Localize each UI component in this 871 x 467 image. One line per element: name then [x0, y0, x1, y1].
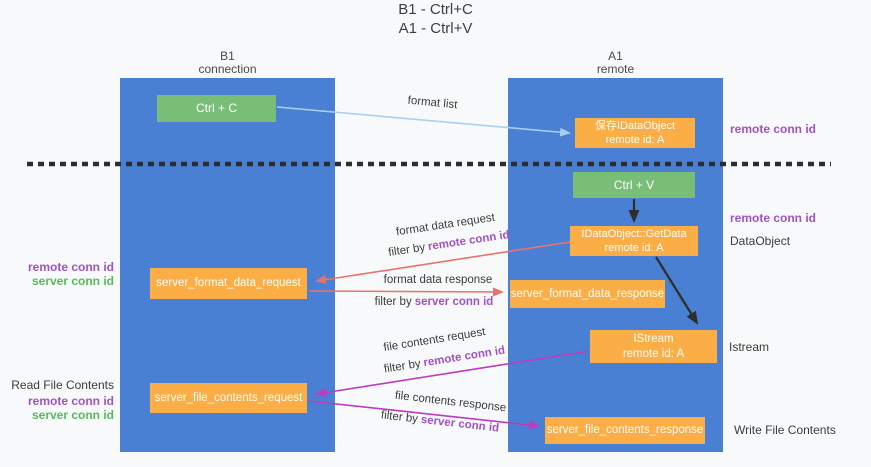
filter-by-text: filter by: [374, 296, 412, 308]
remote-conn-id-left-label-2: remote conn id: [27, 394, 114, 408]
remote-conn-id-right-label-2: remote conn id: [730, 211, 817, 225]
istream-side-label: Istream: [729, 340, 770, 354]
file-contents-response-label: file contents response: [394, 389, 507, 415]
remote-conn-id-text: remote conn id: [427, 229, 511, 254]
title-line-a1: A1 - Ctrl+V: [398, 20, 473, 37]
read-file-contents-label: Read File Contents: [11, 378, 114, 392]
format-data-response-label: format data response: [383, 274, 493, 286]
server-conn-id-left-label-1: server conn id: [31, 274, 114, 288]
server-conn-id-left-label-2: server conn id: [31, 408, 114, 422]
write-file-contents-label: Write File Contents: [734, 423, 836, 437]
remote-conn-id-left-label-1: remote conn id: [27, 260, 114, 274]
format-data-response-arrow: [308, 287, 504, 297]
column-header-a1: A1 remote: [508, 50, 723, 76]
conn-id-left-labels-file: remote conn id server conn id: [8, 394, 114, 422]
istream-line1: IStream: [633, 332, 674, 345]
save-dataobject-line1: 保存IDataObject: [594, 120, 676, 132]
remote-conn-id-text: remote conn id: [422, 344, 506, 370]
column-header-b1: B1 connection: [120, 50, 335, 76]
istream-node: IStream remote id: A: [590, 330, 717, 363]
column-a1-role: remote: [596, 62, 635, 76]
conn-id-left-labels-format: remote conn id server conn id: [8, 260, 114, 288]
server-format-data-response-node: server_format_data_response: [510, 280, 665, 308]
column-b1-role: connection: [198, 62, 257, 76]
server-file-contents-request-node: server_file_contents_request: [150, 383, 307, 413]
server-conn-id-text: server conn id: [420, 413, 500, 435]
save-dataobject-node: 保存IDataObject remote id: A: [575, 118, 695, 148]
column-b1-name: B1: [220, 49, 235, 63]
getdata-node: IDataObject::GetData remote id: A: [570, 226, 698, 256]
getdata-line1: IDataObject::GetData: [581, 228, 687, 240]
ctrl-v-node: Ctrl + V: [573, 172, 695, 198]
format-list-label: format list: [407, 94, 458, 112]
diagram-title: B1 - Ctrl+C A1 - Ctrl+V: [0, 0, 871, 38]
filter-by-text: filter by: [383, 357, 422, 376]
column-a1-name: A1: [608, 49, 623, 63]
getdata-line2: remote id: A: [604, 242, 664, 254]
server-file-contents-response-node: server_file_contents_response: [545, 417, 705, 444]
title-line-b1: B1 - Ctrl+C: [398, 1, 473, 18]
ctrl-c-node: Ctrl + C: [157, 95, 276, 122]
server-conn-id-text: server conn id: [414, 296, 494, 308]
remote-conn-id-right-label-1: remote conn id: [730, 122, 817, 136]
server-format-data-request-node: server_format_data_request: [150, 268, 307, 299]
dataobject-label: DataObject: [730, 234, 791, 248]
istream-line2: remote id: A: [622, 347, 685, 360]
save-dataobject-line2: remote id: A: [605, 134, 665, 146]
filter-by-text: filter by: [387, 241, 426, 259]
filter-by-text: filter by: [380, 409, 419, 426]
